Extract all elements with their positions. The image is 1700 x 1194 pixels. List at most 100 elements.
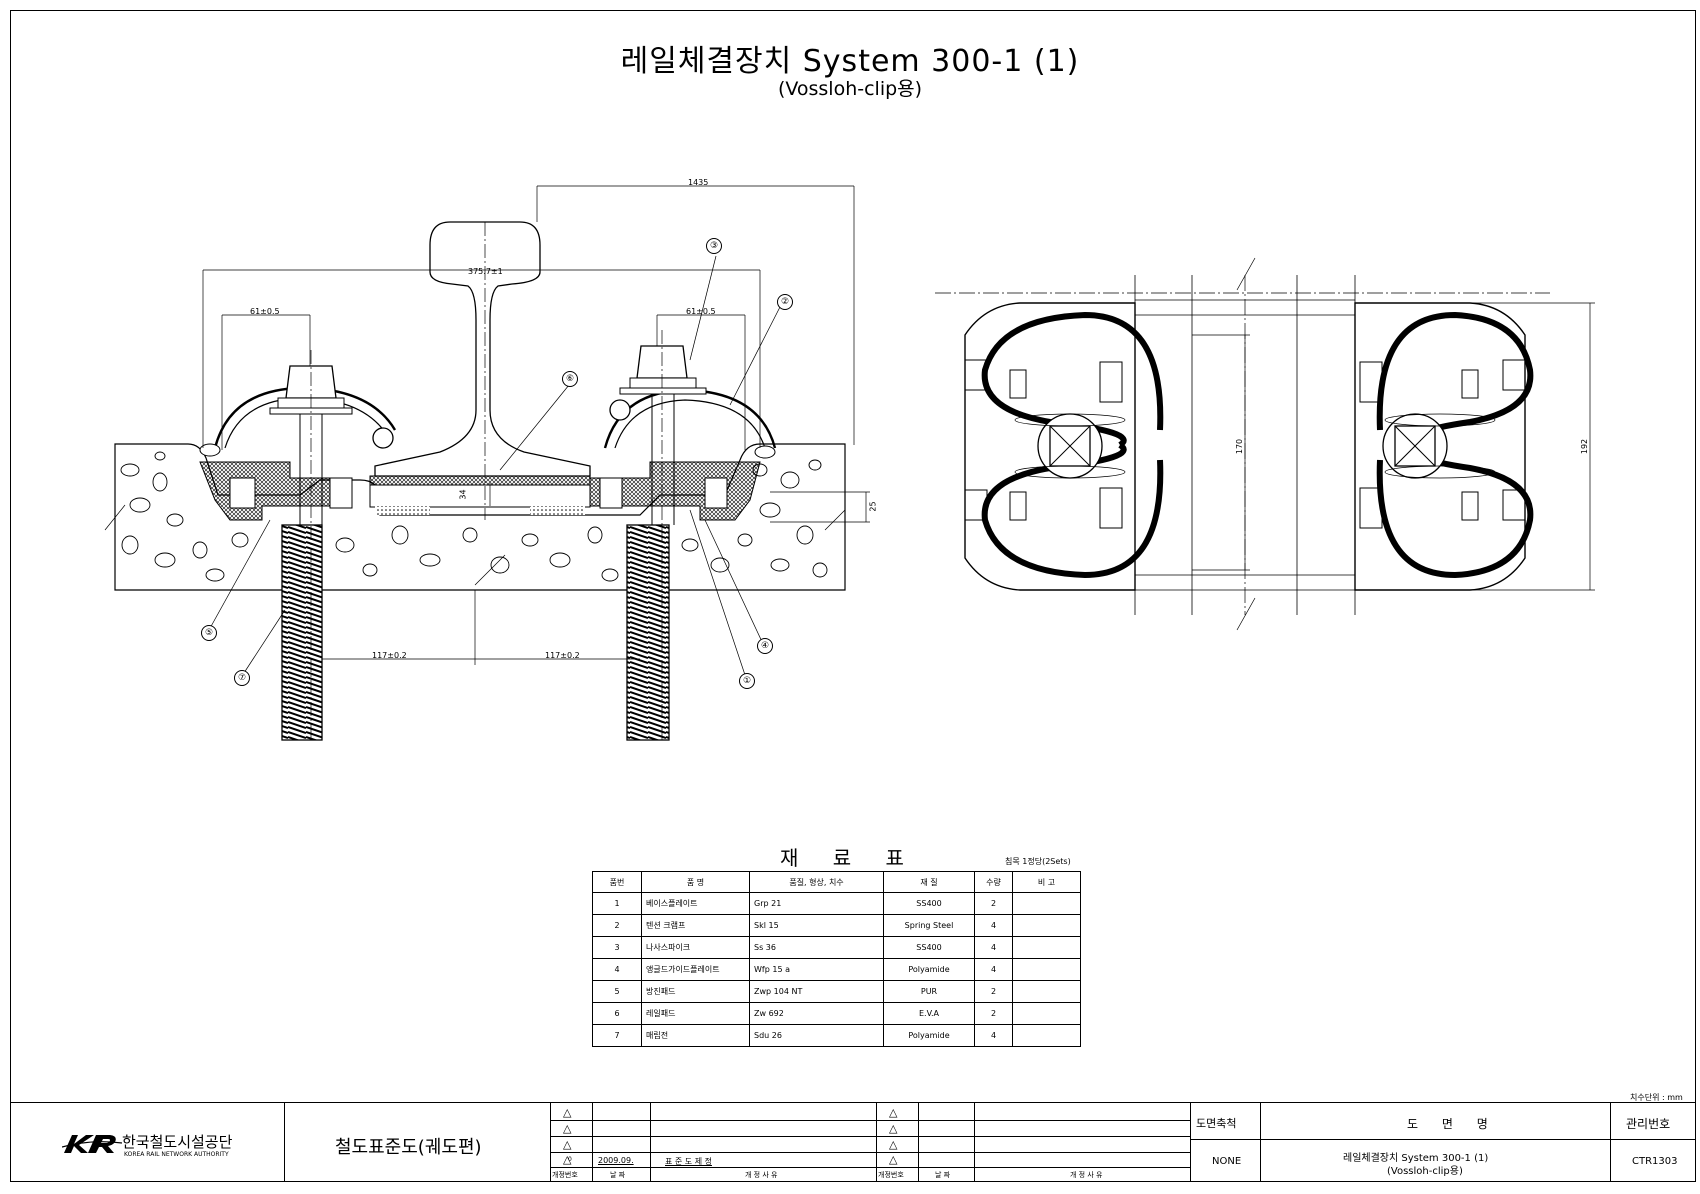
cell-remark <box>1012 914 1081 937</box>
materials-table: 품번 품 명 품질, 형상, 치수 재 질 수량 비 고 1 베이스플레이트 G… <box>592 871 1081 1047</box>
cell-spec: Zw 692 <box>749 1002 884 1025</box>
table-row: 6 레일패드 Zw 692 E.V.A 2 <box>592 1002 1081 1025</box>
table-row: 1 베이스플레이트 Grp 21 SS400 2 <box>592 892 1081 915</box>
cell-remark <box>1012 958 1081 981</box>
revision-triangle-icon: △ <box>889 1153 898 1166</box>
callout-2: ② <box>777 294 793 310</box>
materials-title: 재 료 표 <box>780 846 918 870</box>
header-cell: 품 명 <box>641 871 750 893</box>
drawing-name-line2: (Vossloh-clip용) <box>1387 1166 1463 1177</box>
cross-section-view <box>104 185 870 741</box>
cell-no: 3 <box>592 936 642 959</box>
revision-triangle-icon: △ <box>563 1138 572 1151</box>
cell-material: SS400 <box>883 936 975 959</box>
rev-col-date: 날 짜 <box>610 1171 626 1179</box>
logo-subtext: KOREA RAIL NETWORK AUTHORITY <box>124 1151 229 1158</box>
title-block: 한국철도시설공단 KOREA RAIL NETWORK AUTHORITY 철도… <box>10 1102 1696 1182</box>
callout-1: ① <box>739 673 755 689</box>
cell-material: PUR <box>883 980 975 1003</box>
rev-col-date-2: 날 짜 <box>935 1171 951 1179</box>
drawing-subtitle: (Vossloh-clip용) <box>777 78 923 100</box>
cell-no: 6 <box>592 1002 642 1025</box>
cell-qty: 2 <box>974 892 1013 915</box>
cell-qty: 4 <box>974 936 1013 959</box>
dimension-gauge: 1435 <box>688 178 709 187</box>
cell-qty: 2 <box>974 1002 1013 1025</box>
cell-no: 2 <box>592 914 642 937</box>
cell-remark <box>1012 980 1081 1003</box>
table-row: 5 방진패드 Zwp 104 NT PUR 2 <box>592 980 1081 1003</box>
cell-spec: Ss 36 <box>749 936 884 959</box>
cell-name: 텐션 크램프 <box>641 914 750 937</box>
table-row: 4 앵글드가이드플레이트 Wfp 15 a Polyamide 4 <box>592 958 1081 981</box>
cell-spec: Grp 21 <box>749 892 884 915</box>
standard-name: 철도표준도(궤도편) <box>335 1137 482 1158</box>
logo-text: 한국철도시설공단 <box>122 1133 233 1151</box>
header-cell: 비 고 <box>1012 871 1081 893</box>
table-row: 2 텐션 크램프 Skl 15 Spring Steel 4 <box>592 914 1081 937</box>
rev-col-reason-2: 개 정 사 유 <box>1070 1171 1103 1179</box>
header-cell: 재 질 <box>883 871 975 893</box>
dimension-61-left: 61±0.5 <box>250 307 280 316</box>
mgmt-value: CTR1303 <box>1632 1156 1678 1167</box>
dimension-375: 375.7±1 <box>468 267 503 276</box>
callout-5: ⑤ <box>201 625 217 641</box>
drawing-name-line1: 레일체결장치 System 300-1 (1) <box>1343 1153 1489 1164</box>
header-cell: 품질, 형상, 치수 <box>749 871 884 893</box>
callout-7: ⑦ <box>234 670 250 686</box>
cell-material: Polyamide <box>883 958 975 981</box>
cell-name: 나사스파이크 <box>641 936 750 959</box>
dimension-192: 192 <box>1580 438 1590 455</box>
table-header-row: 품번 품 명 품질, 형상, 치수 재 질 수량 비 고 <box>592 871 1081 893</box>
rev-col-no: 개정번호 <box>552 1171 578 1179</box>
table-row: 7 매립전 Sdu 26 Polyamide 4 <box>592 1024 1081 1047</box>
revision-date: 2009.09. <box>598 1156 634 1165</box>
dimension-117-right: 117±0.2 <box>545 651 580 660</box>
scale-label: 도면축척 <box>1196 1117 1237 1130</box>
cell-qty: 2 <box>974 980 1013 1003</box>
callout-3: ③ <box>706 238 722 254</box>
rev-col-reason: 개 정 사 유 <box>745 1171 778 1179</box>
kr-logo-icon <box>62 1135 122 1153</box>
cell-material: E.V.A <box>883 1002 975 1025</box>
header-cell: 수량 <box>974 871 1013 893</box>
revision-triangle-icon: △ <box>889 1138 898 1151</box>
scale-value: NONE <box>1212 1156 1242 1167</box>
revision-reason: 표 준 도 제 정 <box>665 1157 712 1166</box>
unit-note: 치수단위 : mm <box>1630 1093 1683 1102</box>
dimension-25: 25 <box>868 501 878 512</box>
revision-triangle-icon: △ <box>889 1122 898 1135</box>
table-row: 3 나사스파이크 Ss 36 SS400 4 <box>592 936 1081 959</box>
cell-remark <box>1012 936 1081 959</box>
cell-spec: Zwp 104 NT <box>749 980 884 1003</box>
cell-spec: Skl 15 <box>749 914 884 937</box>
cell-qty: 4 <box>974 958 1013 981</box>
cell-name: 방진패드 <box>641 980 750 1003</box>
revision-triangle-icon: △ <box>563 1122 572 1135</box>
cell-material: Polyamide <box>883 1024 975 1047</box>
dimension-170: 170 <box>1235 438 1245 455</box>
header-cell: 품번 <box>592 871 642 893</box>
revision-triangle-icon: △ <box>563 1153 572 1166</box>
cell-no: 4 <box>592 958 642 981</box>
cell-no: 1 <box>592 892 642 915</box>
cell-qty: 4 <box>974 1024 1013 1047</box>
cell-spec: Wfp 15 a <box>749 958 884 981</box>
drawing-name-label: 도 면 명 <box>1407 1117 1498 1131</box>
cell-remark <box>1012 892 1081 915</box>
cell-remark <box>1012 1024 1081 1047</box>
cell-spec: Sdu 26 <box>749 1024 884 1047</box>
plan-view <box>935 257 1595 631</box>
cell-remark <box>1012 1002 1081 1025</box>
drawing-frame <box>10 10 1696 1182</box>
dimension-61-right: 61±0.5 <box>686 307 716 316</box>
dimension-117-left: 117±0.2 <box>372 651 407 660</box>
drawing-title: 레일체결장치 System 300-1 (1) <box>620 44 1080 79</box>
mgmt-label: 관리번호 <box>1626 1117 1671 1131</box>
dimension-34: 34 <box>458 489 468 500</box>
cell-no: 5 <box>592 980 642 1003</box>
cell-name: 레일패드 <box>641 1002 750 1025</box>
cell-no: 7 <box>592 1024 642 1047</box>
cell-name: 앵글드가이드플레이트 <box>641 958 750 981</box>
